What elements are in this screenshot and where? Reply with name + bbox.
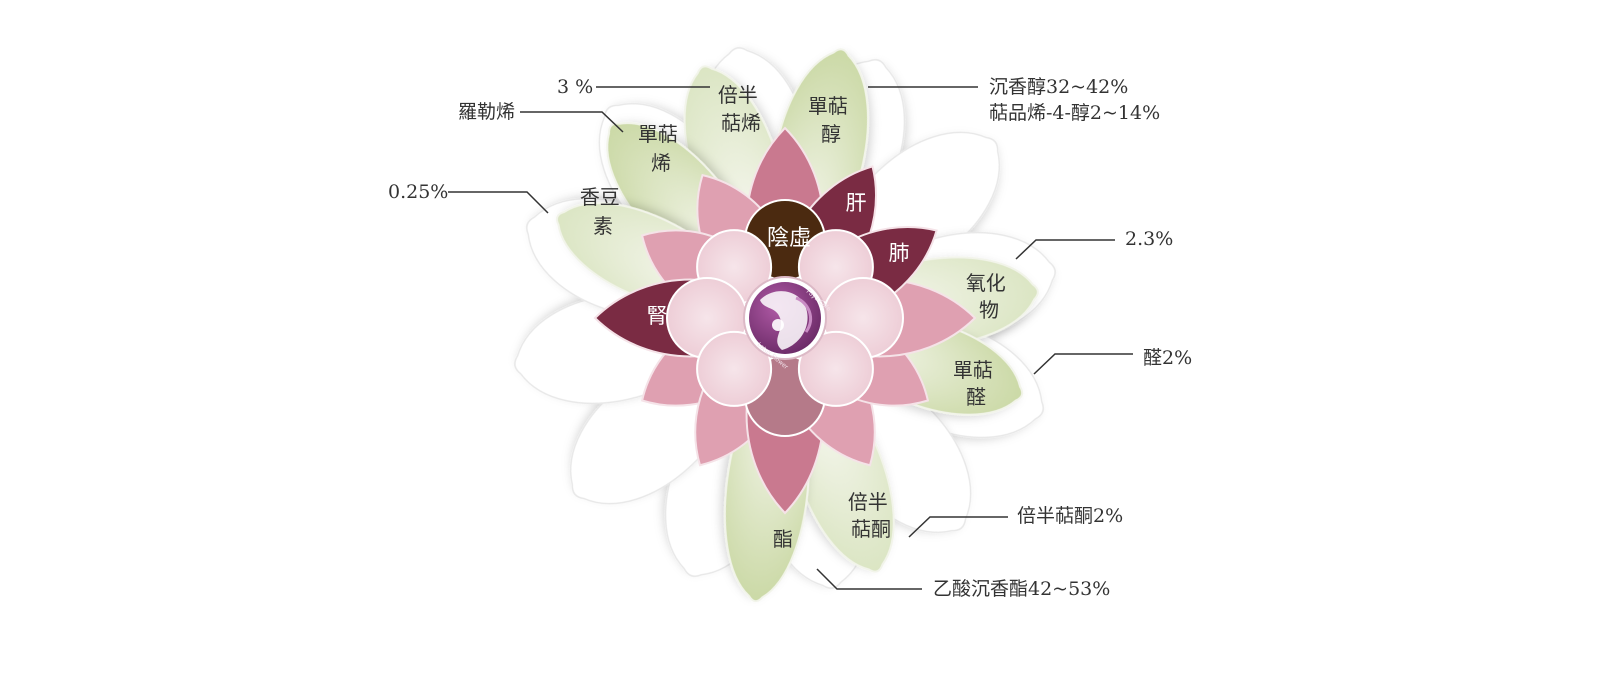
leader-coumarin xyxy=(448,191,549,214)
leader-lines xyxy=(448,86,1133,590)
center-badge: Fuyu Cafe Lotus Flower xyxy=(743,276,832,371)
coumarin-label: 香豆 素 xyxy=(580,185,626,238)
oxide-percent: 2.3% xyxy=(1125,228,1173,250)
annotations: 3 % 沉香醇32~42% 萜品烯-4-醇2~14% 羅勒烯 0.25% 2.3… xyxy=(388,76,1192,600)
sesquiterpene-percent: 3 % xyxy=(557,76,593,98)
inner-circle-ring xyxy=(666,199,904,437)
kidney-label: 腎 xyxy=(647,304,668,328)
coumarin-percent: 0.25% xyxy=(388,181,448,203)
myrcene-label: 羅勒烯 xyxy=(458,101,515,123)
bisabolene-label: 倍半 萜烯 xyxy=(718,83,764,135)
ketone-percent: 倍半萜酮2% xyxy=(1017,505,1123,527)
monoterpene-label: 單萜 烯 xyxy=(638,122,684,175)
center-yin-deficiency-label: 陰虛 xyxy=(767,226,811,251)
liver-label: 肝 xyxy=(846,191,867,215)
inner-circle xyxy=(797,330,874,407)
leader-aldehyde xyxy=(1033,353,1133,375)
green-petal-labels: 倍半 萜烯 單萜 醇 單萜 烯 香豆 素 氧化 物 單萜 醛 倍半 萜酮 酯 xyxy=(580,83,1012,551)
lung-label: 肺 xyxy=(889,241,910,265)
leader-oxide xyxy=(1015,239,1115,260)
leader-ester xyxy=(816,568,922,590)
ester-percent: 乙酸沉香酯42~53% xyxy=(933,578,1110,600)
leader-myrcene xyxy=(520,111,624,133)
monoterpene-alcohol-label: 單萜 醇 xyxy=(808,94,854,146)
aldehyde-percent: 醛2% xyxy=(1143,347,1192,369)
oxide-label: 氧化 物 xyxy=(966,271,1012,322)
monoterpene-aldehyde-label: 單萜 醛 xyxy=(953,358,999,409)
sesquiterpene-ketone-label: 倍半 萜酮 xyxy=(848,490,894,541)
leader-ketone xyxy=(908,516,1008,538)
ester-label: 酯 xyxy=(773,527,793,551)
linalool-percent: 沉香醇32~42% 萜品烯-4-醇2~14% xyxy=(989,76,1160,124)
inner-circle xyxy=(696,330,773,407)
